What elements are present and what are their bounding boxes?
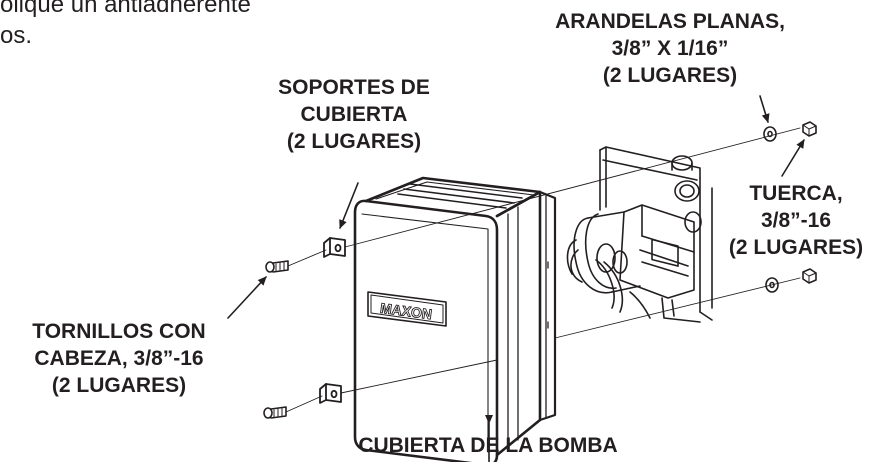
callout-pump-cover: CUBIERTA DE LA BOMBA [316,432,660,459]
callout-nut: TUERCA, 3/8”-16 (2 LUGARES) [706,180,886,261]
callout-cap-screws-line-3: (2 LUGARES) [51,374,187,397]
callout-cap-screws-line-2: CABEZA, 3/8”-16 [34,347,204,370]
pump-assembly-drawing [566,146,713,323]
maxon-logo-text: MAXON [379,300,433,323]
cap-screw-upper [265,260,289,273]
arrow-to-flat-washer [759,95,770,123]
arrow-to-cover-bracket [339,182,359,229]
callout-nut-line-2: 3/8”-16 [760,209,832,232]
callout-cover-brackets: SOPORTES DE CUBIERTA (2 LUGARES) [238,74,470,155]
callout-cap-screws-line-1: TORNILLOS CON [32,320,206,343]
nut-upper [802,121,817,137]
cap-screw-lower [263,406,287,419]
callout-pump-cover-line-1: CUBIERTA DE LA BOMBA [358,434,618,457]
intro-text: olique un antiadherente os. [0,0,251,51]
callout-flat-washers-line-2: 3/8” X 1/16” [611,37,729,60]
callout-nut-line-1: TUERCA, [749,182,843,205]
intro-text-line-2: os. [0,22,33,49]
callout-cover-brackets-line-1: SOPORTES DE [278,76,430,99]
cover-bracket-lower [319,383,342,404]
arrow-to-cap-screw [227,276,267,319]
callout-flat-washers-line-1: ARANDELAS PLANAS, [555,10,785,33]
callout-flat-washers: ARANDELAS PLANAS, 3/8” X 1/16” (2 LUGARE… [532,8,808,89]
intro-text-line-1: olique un antiadherente [0,0,251,18]
flat-washer-upper [763,126,777,142]
callout-flat-washers-line-3: (2 LUGARES) [602,64,738,87]
callout-cover-brackets-line-3: (2 LUGARES) [286,130,422,153]
pump-cover-drawing [353,176,557,462]
callout-nut-line-3: (2 LUGARES) [728,236,864,259]
nut-lower [802,268,817,284]
callout-cover-brackets-line-2: CUBIERTA [300,103,408,126]
callout-cap-screws: TORNILLOS CON CABEZA, 3/8”-16 (2 LUGARES… [0,318,238,399]
cover-bracket-upper [323,237,346,258]
maxon-logo [367,291,447,327]
leader-arrows [227,95,805,462]
arrow-to-nut [781,139,805,177]
alignment-lines [285,127,801,413]
